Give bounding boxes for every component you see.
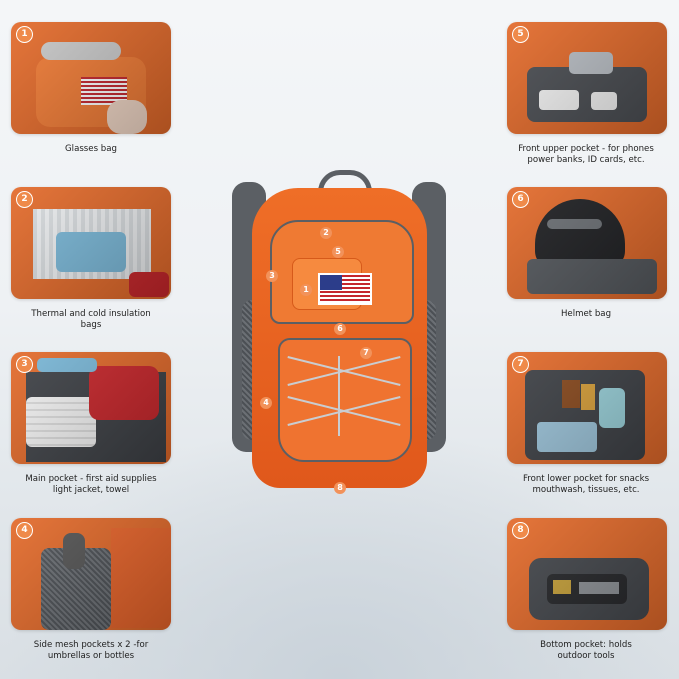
badge-6: 6 xyxy=(512,191,529,208)
marker-3: 3 xyxy=(266,270,278,282)
badge-3: 3 xyxy=(16,356,33,373)
badge-2: 2 xyxy=(16,191,33,208)
top-handle xyxy=(318,170,372,205)
card-side-mesh: 4 xyxy=(11,518,171,630)
front-lower-pocket xyxy=(278,338,412,462)
badge-5: 5 xyxy=(512,26,529,43)
us-flag xyxy=(318,273,372,305)
marker-5: 5 xyxy=(332,246,344,258)
card-main-pocket: 3 xyxy=(11,352,171,464)
card-helmet-bag: 6 xyxy=(507,187,667,299)
card-front-upper-pocket: 5 xyxy=(507,22,667,134)
card-glasses-bag: 1 xyxy=(11,22,171,134)
marker-2: 2 xyxy=(320,227,332,239)
badge-4: 4 xyxy=(16,522,33,539)
caption-glasses-bag: Glasses bag xyxy=(65,144,117,154)
card-thermal-bag: 2 xyxy=(11,187,171,299)
badge-8: 8 xyxy=(512,522,529,539)
marker-8: 8 xyxy=(334,482,346,494)
marker-7: 7 xyxy=(360,347,372,359)
caption-helmet-bag: Helmet bag xyxy=(560,309,612,319)
backpack-illustration: 2 5 3 1 6 7 4 8 xyxy=(222,170,457,500)
card-bottom-pocket: 8 xyxy=(507,518,667,630)
marker-1: 1 xyxy=(300,284,312,296)
badge-7: 7 xyxy=(512,356,529,373)
badge-1: 1 xyxy=(16,26,33,43)
card-front-lower-pocket: 7 xyxy=(507,352,667,464)
marker-4: 4 xyxy=(260,397,272,409)
marker-6: 6 xyxy=(334,323,346,335)
